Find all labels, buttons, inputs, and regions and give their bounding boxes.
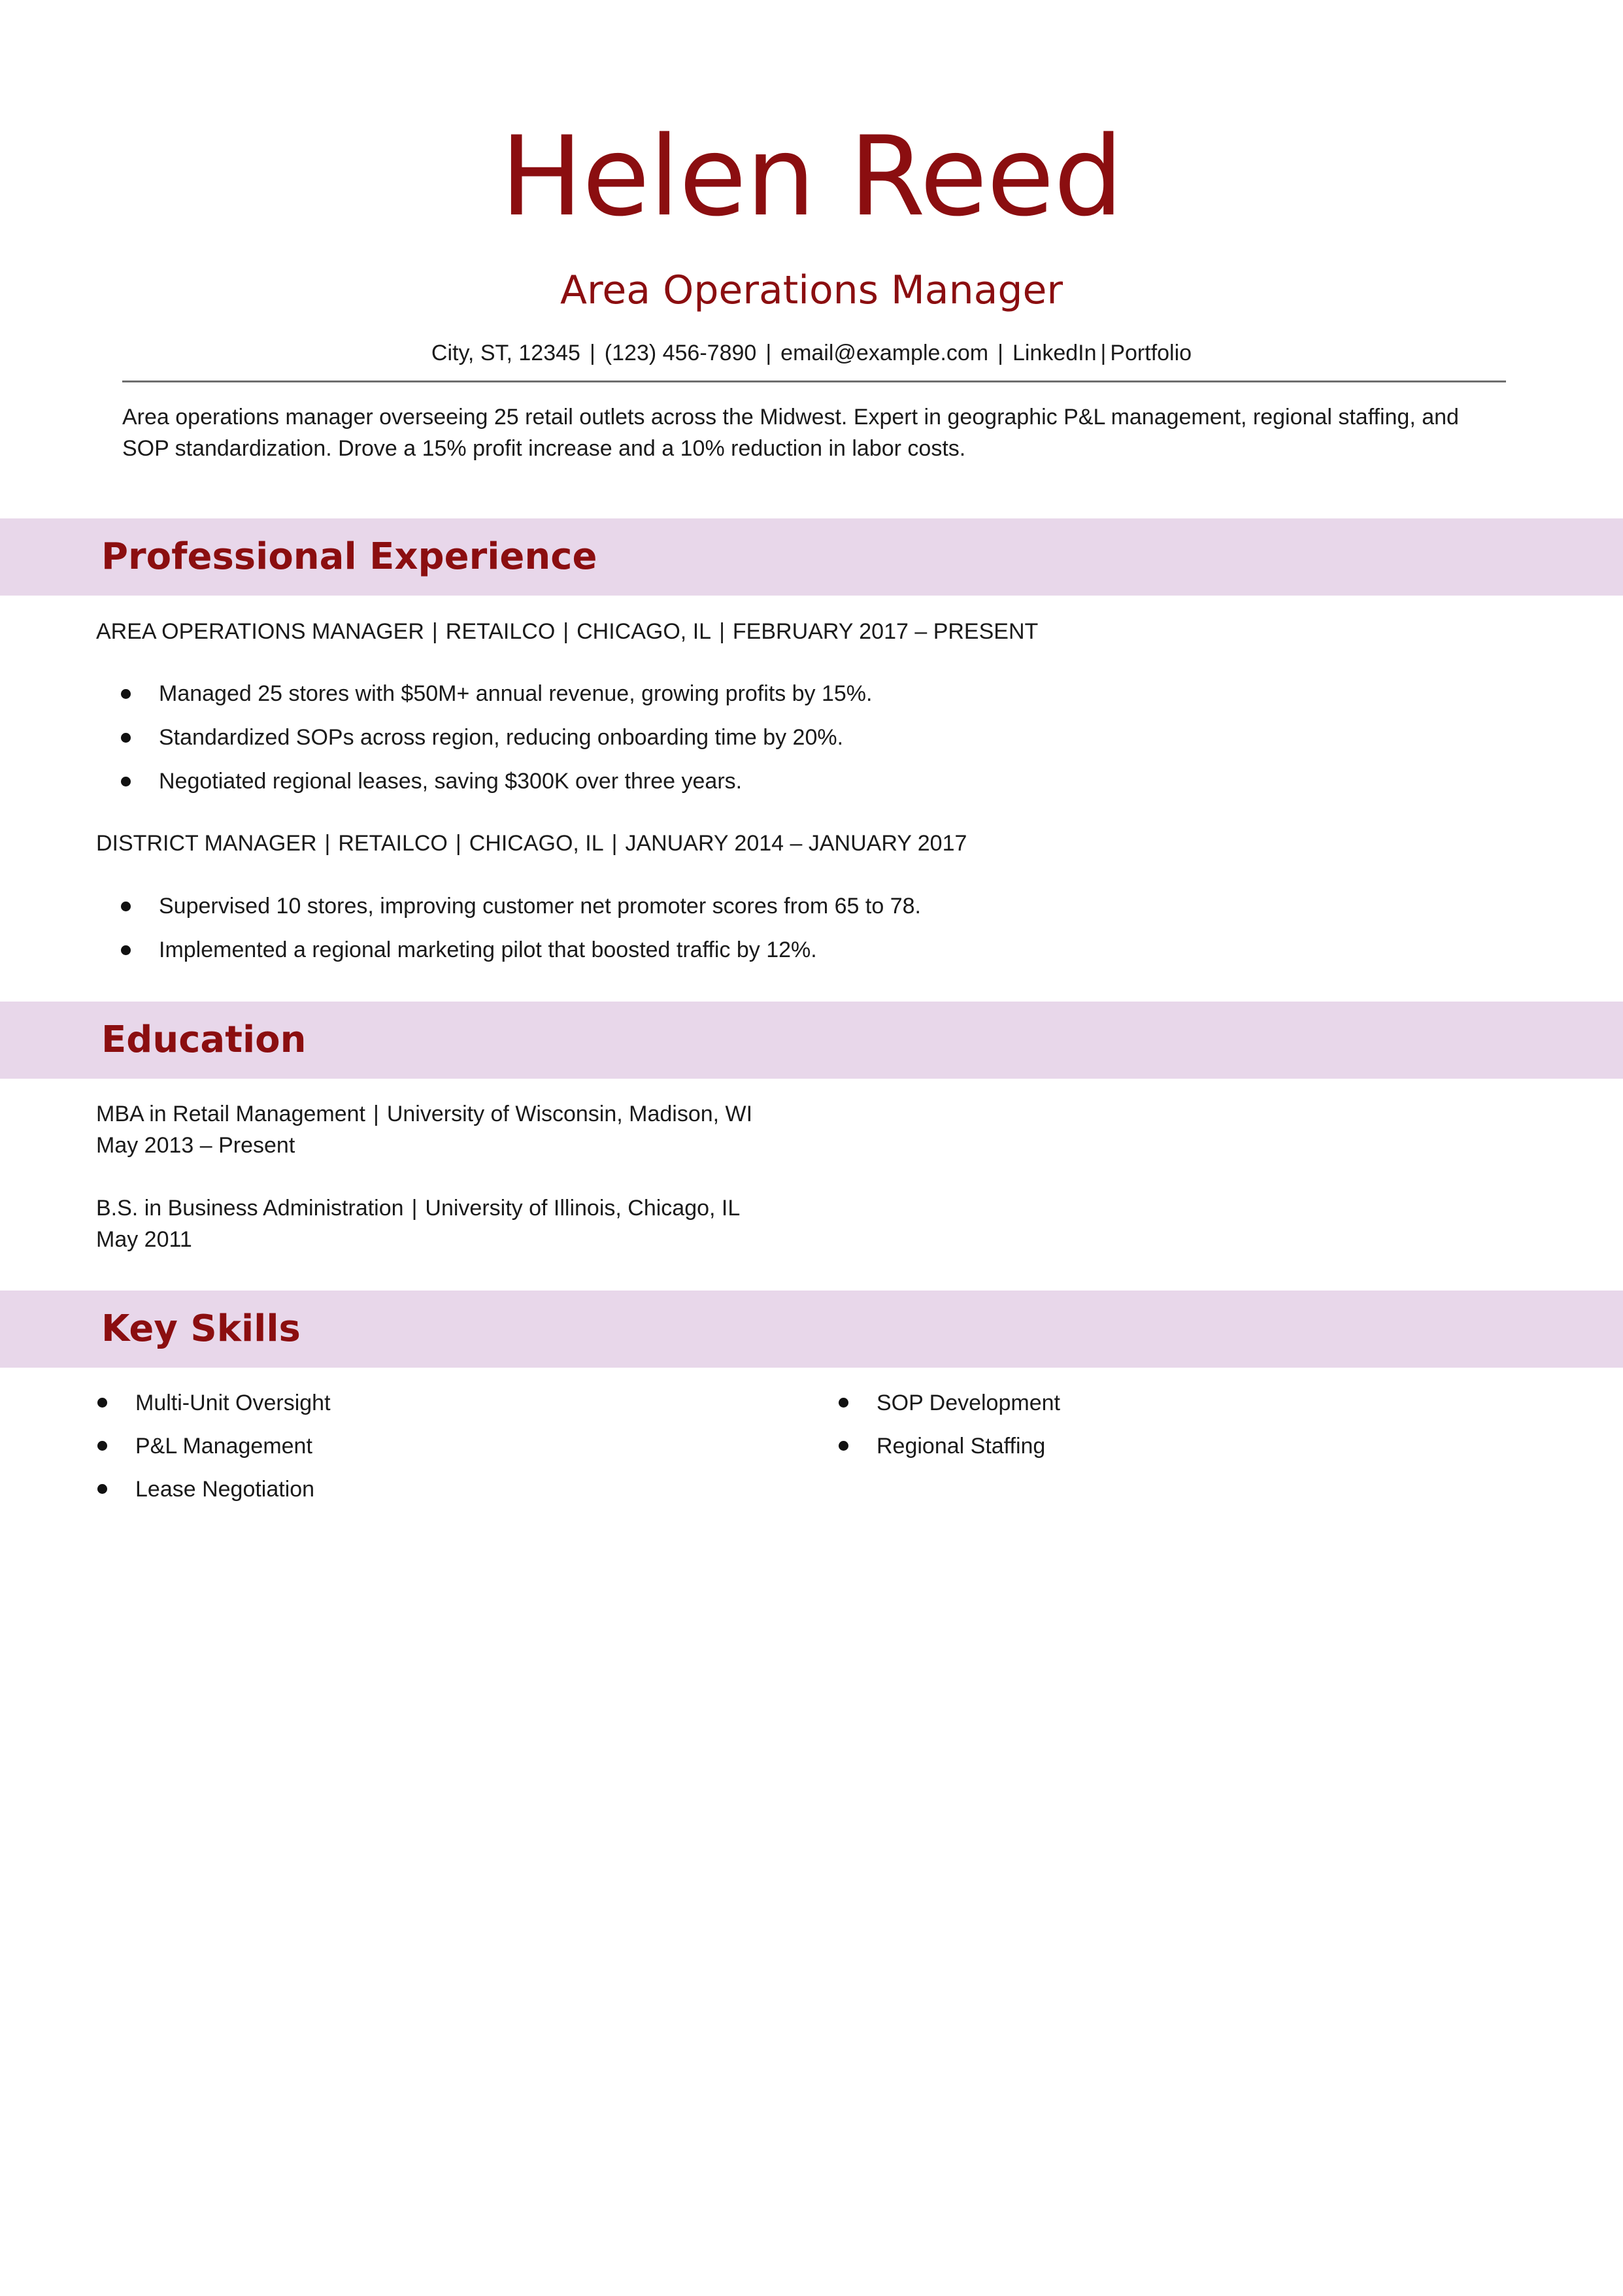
education-degree: B.S. in Business Administration: [96, 1196, 404, 1221]
skill-item: SOP Development: [837, 1381, 1060, 1425]
contact-email[interactable]: email@example.com: [780, 341, 989, 365]
candidate-title: Area Operations Manager: [560, 267, 1063, 313]
job-separator: |: [324, 831, 331, 856]
contact-separator: |: [765, 341, 772, 365]
section-band-skills: Key Skills: [0, 1291, 1623, 1368]
professional-summary: Area operations manager overseeing 25 re…: [122, 405, 1459, 461]
job-company: RETAILCO: [338, 831, 448, 856]
education-entry: B.S. in Business Administration | Universi…: [96, 1192, 740, 1255]
job-title: DISTRICT MANAGER: [96, 831, 317, 856]
contact-portfolio-link[interactable]: Portfolio: [1110, 341, 1192, 365]
section-heading-experience: Professional Experience: [101, 535, 597, 578]
education-dates: May 2013 – Present: [96, 1133, 295, 1158]
list-item: Standardized SOPs across region, reducin…: [120, 716, 873, 760]
job-bullets: Managed 25 stores with $50M+ annual reve…: [120, 672, 873, 803]
skill-item: Multi-Unit Oversight: [96, 1381, 331, 1425]
contact-separator: |: [1100, 341, 1107, 365]
section-band-experience: Professional Experience: [0, 518, 1623, 596]
contact-separator: |: [589, 341, 595, 365]
education-dates: May 2011: [96, 1227, 192, 1252]
job-separator: |: [563, 619, 569, 644]
education-entry: MBA in Retail Management | University of W…: [96, 1098, 752, 1161]
contact-phone: (123) 456-7890: [604, 341, 757, 365]
contact-address: City, ST, 12345: [431, 341, 580, 365]
skill-item: Regional Staffing: [837, 1425, 1060, 1468]
job-company: RETAILCO: [445, 619, 556, 644]
job-separator: |: [455, 831, 461, 856]
section-band-education: Education: [0, 1002, 1623, 1079]
education-degree-line: MBA in Retail Management | University of W…: [96, 1098, 752, 1130]
list-item: Supervised 10 stores, improving customer…: [120, 885, 921, 928]
education-separator: |: [373, 1102, 379, 1126]
education-school: University of Wisconsin, Madison, WI: [386, 1102, 753, 1126]
job-title: AREA OPERATIONS MANAGER: [96, 619, 424, 644]
candidate-name: Helen Reed: [500, 112, 1123, 241]
education-separator: |: [411, 1196, 418, 1221]
list-item: Implemented a regional marketing pilot t…: [120, 928, 921, 972]
contact-line: City, ST, 12345 | (123) 456-7890 | email@exa…: [0, 337, 1623, 369]
skill-item: Lease Negotiation: [96, 1468, 331, 1511]
job-header: DISTRICT MANAGER | RETAILCO | CHICAGO, IL | JA…: [96, 828, 967, 859]
list-item: Negotiated regional leases, saving $300K…: [120, 760, 873, 803]
section-heading-skills: Key Skills: [101, 1308, 301, 1350]
job-dates: FEBRUARY 2017 – PRESENT: [732, 619, 1039, 644]
education-school: University of Illinois, Chicago, IL: [425, 1196, 741, 1221]
contact-separator: |: [997, 341, 1003, 365]
skill-item: P&L Management: [96, 1425, 331, 1468]
list-item: Managed 25 stores with $50M+ annual reve…: [120, 672, 873, 716]
job-separator: |: [719, 619, 725, 644]
education-degree: MBA in Retail Management: [96, 1102, 365, 1126]
contact-linkedin-link[interactable]: LinkedIn: [1012, 341, 1097, 365]
header-divider: [122, 380, 1506, 382]
job-location: CHICAGO, IL: [469, 831, 604, 856]
job-dates: JANUARY 2014 – JANUARY 2017: [625, 831, 967, 856]
section-heading-education: Education: [101, 1019, 307, 1061]
skills-list-right: SOP Development Regional Staffing: [837, 1381, 1060, 1468]
job-separator: |: [611, 831, 618, 856]
education-degree-line: B.S. in Business Administration | Universi…: [96, 1192, 740, 1224]
job-bullets: Supervised 10 stores, improving customer…: [120, 885, 921, 972]
job-separator: |: [431, 619, 438, 644]
job-header: AREA OPERATIONS MANAGER | RETAILCO | CHICAGO…: [96, 616, 1038, 647]
skills-list-left: Multi-Unit Oversight P&L Management Leas…: [96, 1381, 331, 1511]
job-location: CHICAGO, IL: [577, 619, 712, 644]
